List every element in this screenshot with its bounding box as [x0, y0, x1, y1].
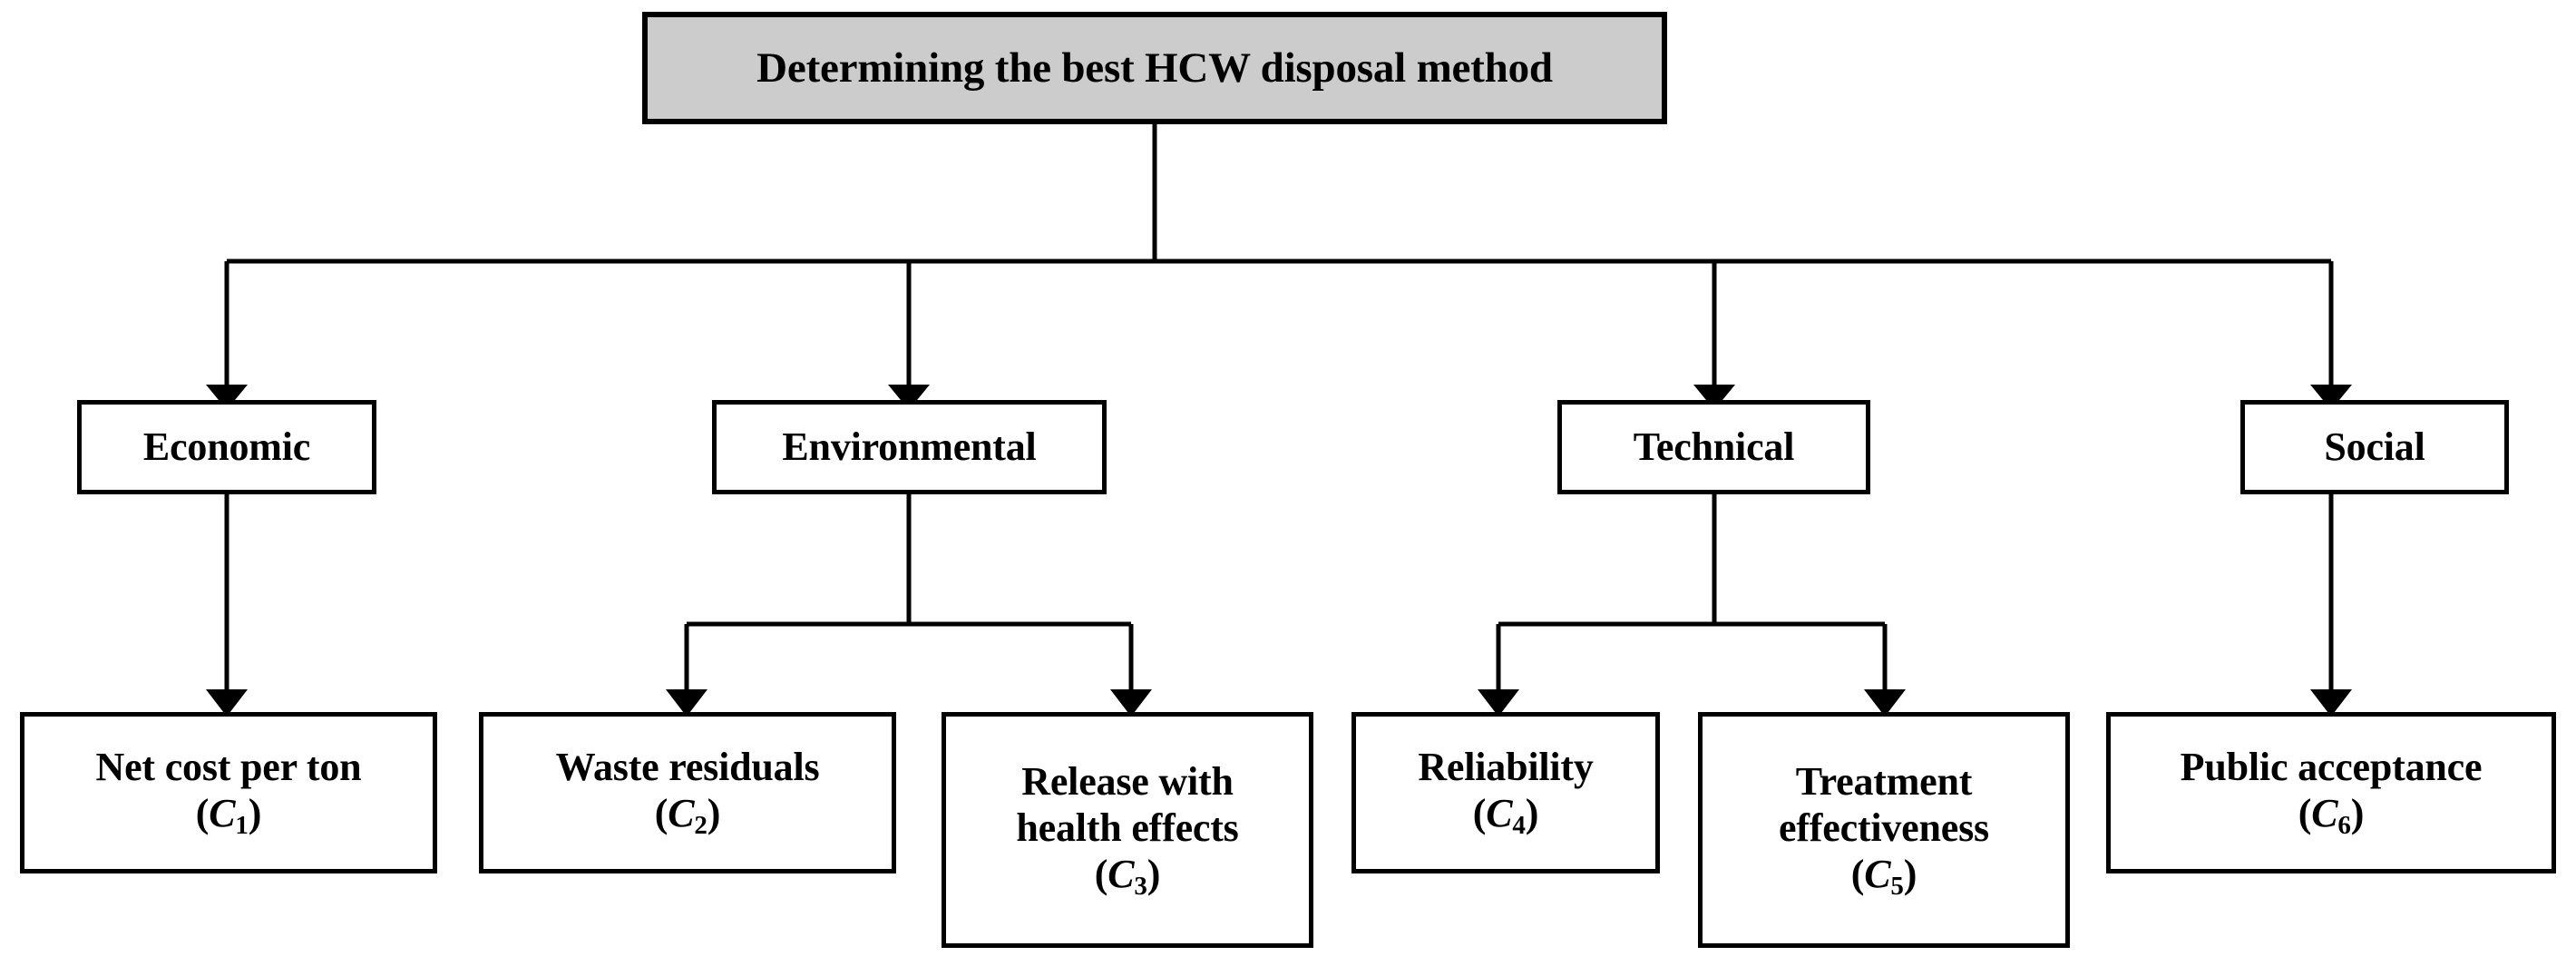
subcriterion-node-c4[interactable]: Reliability (C4) [1351, 712, 1660, 873]
criterion-node-technical[interactable]: Technical [1557, 400, 1870, 494]
subcriterion-code-c6: C [2311, 791, 2338, 836]
subcriterion-text-c5-line2: effectiveness [1779, 805, 1989, 850]
subcriterion-code-c4: C [1486, 791, 1513, 836]
subcriterion-label-c1: Net cost per ton (C1) [95, 745, 362, 841]
subcriterion-label-c6: Public acceptance (C6) [2180, 745, 2483, 841]
subcriterion-node-c3[interactable]: Release with health effects (C3) [942, 712, 1313, 948]
subcriterion-label-c5: Treatment effectiveness (C5) [1779, 758, 1989, 901]
criterion-label-social: Social [2324, 424, 2425, 470]
subcriterion-label-c2: Waste residuals (C2) [555, 745, 820, 841]
criterion-node-economic[interactable]: Economic [77, 400, 376, 494]
subcriterion-code-c1: C [209, 791, 236, 836]
subcriterion-index-c2: 2 [694, 811, 707, 841]
criterion-label-technical: Technical [1633, 424, 1795, 470]
subcriterion-text-c3-line2: health effects [1016, 805, 1239, 850]
goal-label: Determining the best HCW disposal method [756, 44, 1553, 92]
subcriterion-node-c1[interactable]: Net cost per ton (C1) [20, 712, 437, 873]
subcriterion-text-c4: Reliability [1418, 745, 1594, 790]
subcriterion-index-c5: 5 [1890, 871, 1904, 901]
subcriterion-text-c6: Public acceptance [2180, 745, 2483, 790]
subcriterion-code-c2: C [668, 791, 695, 836]
subcriterion-text-c2: Waste residuals [555, 745, 820, 790]
subcriterion-text-c3-line1: Release with [1021, 758, 1234, 804]
subcriterion-index-c3: 3 [1134, 871, 1147, 901]
criterion-label-economic: Economic [142, 424, 311, 470]
criterion-node-environmental[interactable]: Environmental [712, 400, 1107, 494]
subcriterion-index-c1: 1 [235, 811, 249, 841]
subcriterion-node-c6[interactable]: Public acceptance (C6) [2106, 712, 2556, 873]
subcriterion-text-c1: Net cost per ton [95, 745, 362, 790]
subcriterion-index-c4: 4 [1512, 811, 1526, 841]
subcriterion-node-c5[interactable]: Treatment effectiveness (C5) [1698, 712, 2070, 948]
criterion-node-social[interactable]: Social [2240, 400, 2509, 494]
subcriterion-label-c4: Reliability (C4) [1418, 745, 1594, 841]
subcriterion-label-c3: Release with health effects (C3) [1016, 758, 1239, 901]
subcriterion-code-c3: C [1107, 851, 1135, 896]
subcriterion-index-c6: 6 [2337, 811, 2351, 841]
criterion-label-environmental: Environmental [782, 424, 1037, 470]
goal-node[interactable]: Determining the best HCW disposal method [642, 12, 1667, 124]
subcriterion-node-c2[interactable]: Waste residuals (C2) [479, 712, 896, 873]
subcriterion-code-c5: C [1864, 851, 1891, 896]
subcriterion-text-c5-line1: Treatment [1795, 758, 1973, 804]
